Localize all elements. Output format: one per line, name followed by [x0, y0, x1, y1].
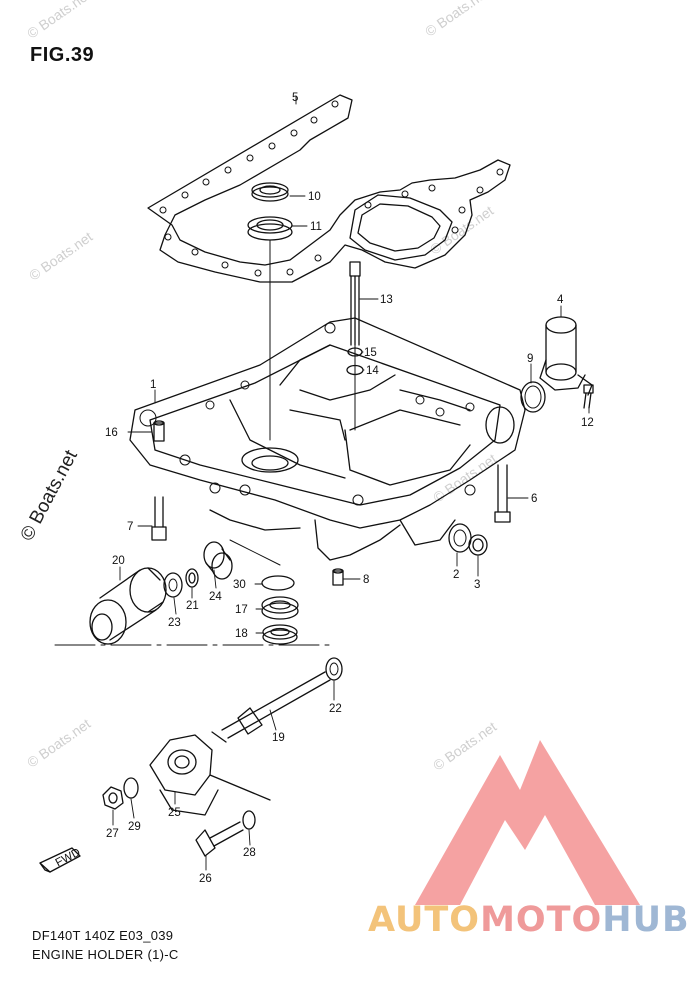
callout-18: 18 [235, 628, 248, 640]
pipe-part-4 [539, 316, 593, 396]
washer-part-28 [242, 810, 256, 830]
callout-13: 13 [380, 294, 393, 306]
callout-14: 14 [366, 365, 379, 377]
bearing-part-17 [261, 596, 299, 620]
callout-12: 12 [581, 417, 594, 429]
fwd-arrow-icon [39, 847, 81, 873]
callout-28: 28 [243, 847, 256, 859]
bolt-part-12 [583, 384, 594, 409]
callout-21: 21 [186, 600, 199, 612]
mount-part-20 [89, 567, 167, 645]
callout-8: 8 [363, 574, 369, 586]
logo-text-auto: AUTO [368, 900, 481, 940]
washer-part-29 [123, 777, 139, 799]
logo-wordmark: AUTOMOTOHUB [368, 900, 690, 940]
callout-29: 29 [128, 821, 141, 833]
washer-part-23 [163, 572, 183, 598]
callout-27: 27 [106, 828, 119, 840]
bolt-part-7 [151, 496, 167, 541]
callout-11: 11 [310, 221, 322, 233]
callout-10: 10 [308, 191, 321, 203]
plug-part-3 [468, 534, 488, 556]
logo-text-moto: MOTO [480, 900, 603, 940]
callout-25: 25 [168, 807, 181, 819]
o-ring-part-9 [520, 381, 546, 413]
callout-23: 23 [168, 617, 181, 629]
washer-part-22 [325, 657, 343, 681]
gasket-part-5 [147, 94, 511, 283]
holder-part-25 [149, 734, 271, 816]
callout-2: 2 [453, 569, 459, 581]
footer-model-line: DF140T 140Z E03_039 [32, 928, 174, 943]
stud-part-19 [211, 671, 331, 743]
callout-26: 26 [199, 873, 212, 885]
nut-part-21 [185, 568, 199, 588]
figure-title: FIG.39 [30, 44, 95, 66]
callout-16: 16 [105, 427, 118, 439]
callout-3: 3 [474, 579, 480, 591]
callout-9: 9 [527, 353, 533, 365]
automotohub-logo-icon [415, 740, 640, 905]
ring-part-30 [261, 575, 295, 591]
dowel-part-16 [153, 420, 165, 442]
bolt-part-26 [195, 821, 244, 857]
pin-part-8 [332, 568, 344, 586]
callout-5: 5 [292, 92, 298, 104]
sleeve-part-24 [203, 541, 233, 580]
nut-part-27 [102, 786, 124, 810]
callout-20: 20 [112, 555, 125, 567]
oil-seal-part-11 [247, 216, 293, 241]
callout-6: 6 [531, 493, 537, 505]
bolt-part-6 [494, 464, 511, 523]
callout-19: 19 [272, 732, 285, 744]
callout-22: 22 [329, 703, 342, 715]
callout-30: 30 [233, 579, 246, 591]
logo-text-hub: HUB [602, 900, 690, 940]
engine-holder-part-1 [129, 317, 526, 561]
callout-15: 15 [364, 347, 377, 359]
callout-24: 24 [209, 591, 222, 603]
callout-7: 7 [127, 521, 133, 533]
callout-4: 4 [557, 294, 564, 306]
gasket-part-2 [448, 523, 472, 553]
bolt-part-13 [349, 261, 361, 346]
oil-seal-part-10 [251, 182, 289, 202]
callout-1: 1 [150, 379, 156, 391]
callout-17: 17 [235, 604, 248, 616]
footer-section-line: ENGINE HOLDER (1)-C [32, 947, 179, 962]
seal-part-18 [262, 624, 298, 645]
